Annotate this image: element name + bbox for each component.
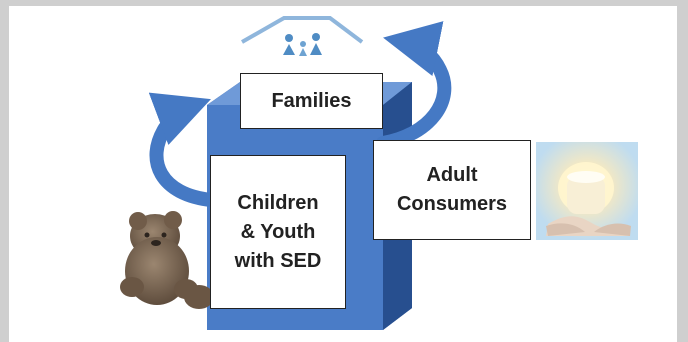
right-curved-arrow	[376, 21, 452, 150]
adult-consumers-box: Adult Consumers	[373, 140, 531, 240]
families-label: Families	[271, 89, 352, 112]
teddy-bear-icon	[120, 211, 214, 309]
children-youth-label: Children & Youth with SED	[234, 191, 322, 272]
house-family-icon	[241, 16, 364, 56]
adult-consumers-label: Adult Consumers	[396, 164, 508, 215]
families-box: Families	[240, 73, 383, 129]
left-curved-arrow	[148, 92, 219, 207]
candle-hands-icon	[536, 142, 638, 240]
children-youth-box: Children & Youth with SED	[210, 155, 346, 309]
